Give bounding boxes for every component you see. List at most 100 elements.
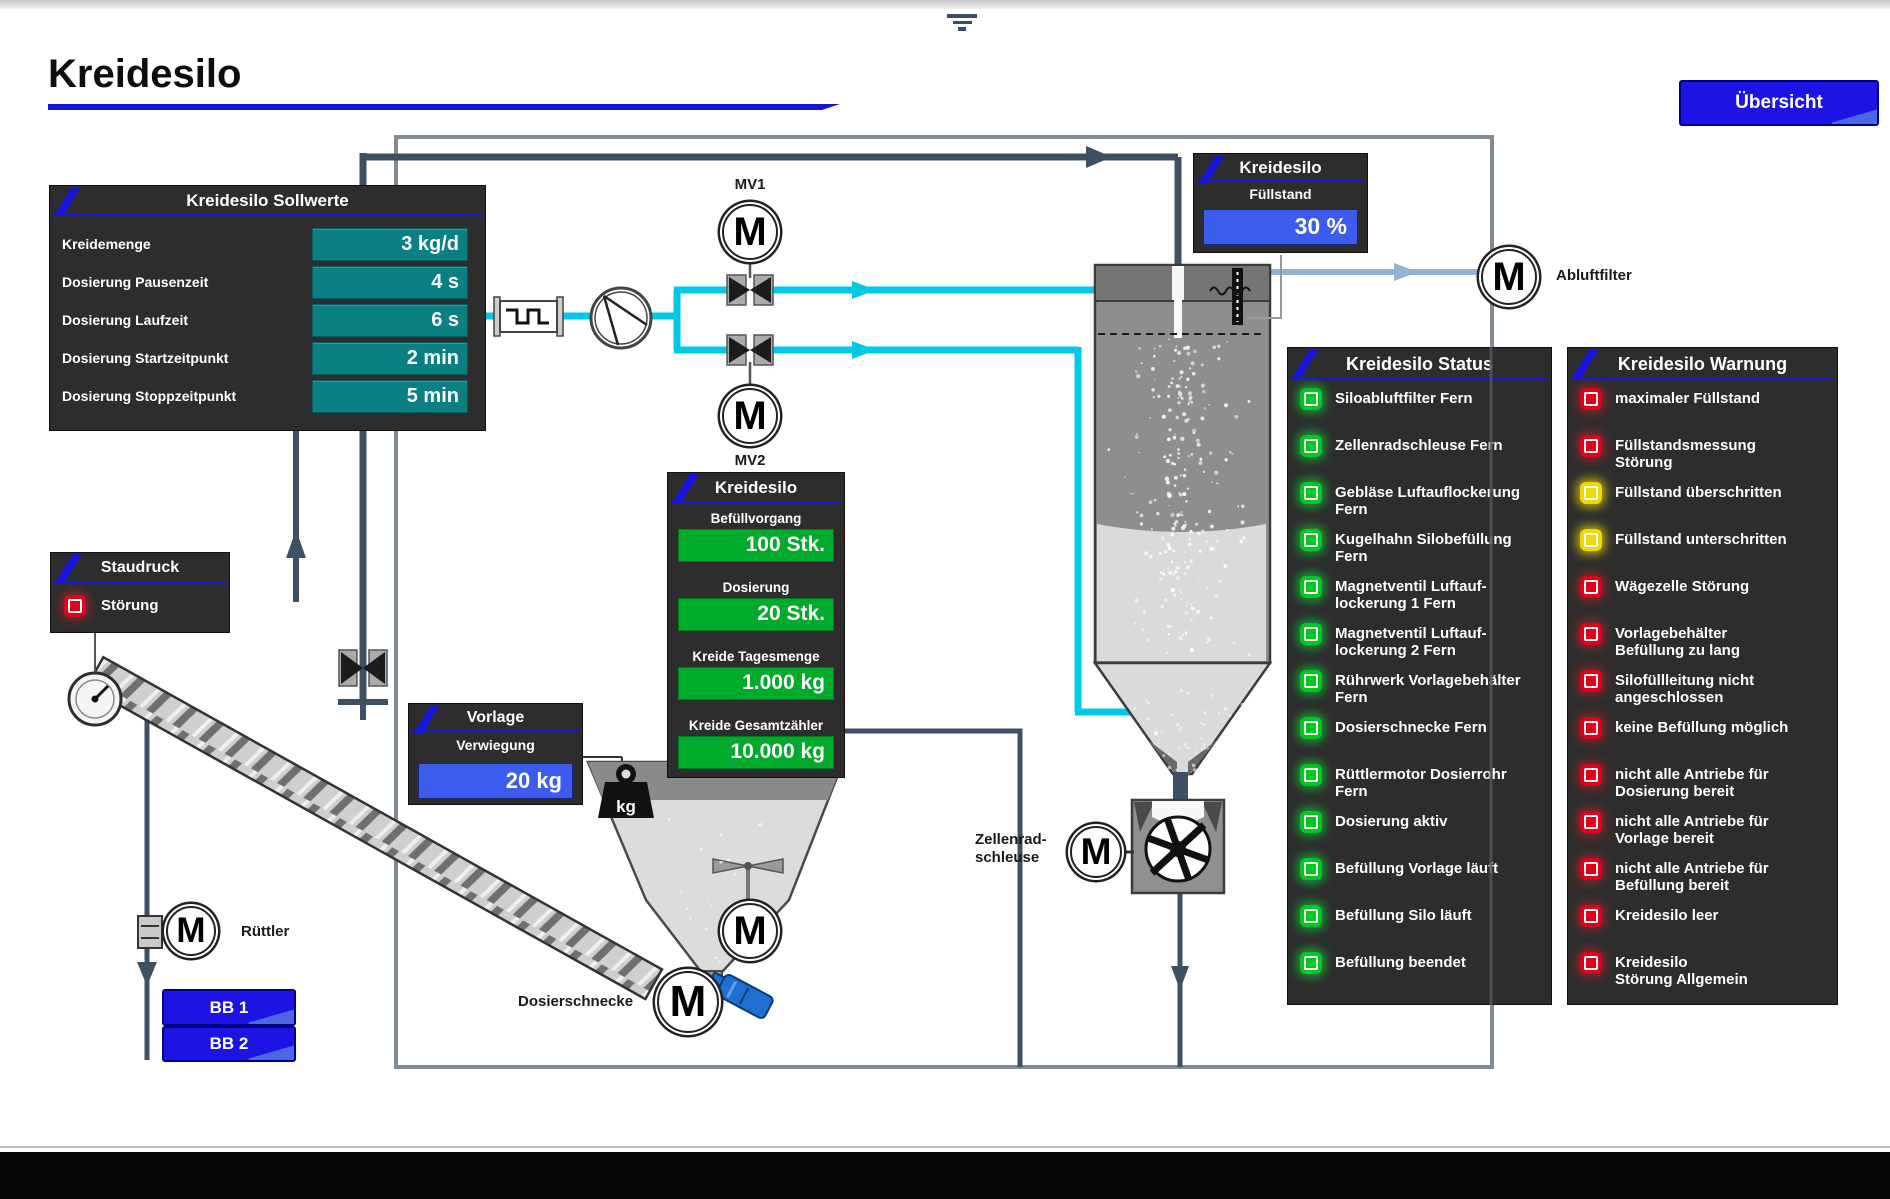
warning-led [1580, 388, 1602, 410]
counter-label: Kreide Gesamtzähler [688, 718, 824, 733]
bb2-button[interactable]: BB 2 [162, 1026, 296, 1062]
counter-label: Kreide Tagesmenge [692, 649, 820, 664]
warning-item: Silofüllleitung nicht angeschlossen [1580, 670, 1829, 717]
warning-item: Füllstand unterschritten [1580, 529, 1829, 576]
status-label: Dosierung aktiv [1335, 813, 1448, 830]
setpoint-label: Dosierung Pausenzeit [62, 274, 209, 290]
staudruck-panel: Staudruck Störung [50, 552, 230, 633]
status-item: Magnetventil Luftauf- lockerung 2 Fern [1300, 623, 1543, 670]
warning-led [1580, 764, 1602, 786]
warning-list: maximaler Füllstand Füllstandsmessung St… [1568, 380, 1837, 999]
warning-label: Vorlagebehälter Befüllung zu lang [1615, 625, 1740, 659]
setpoint-value-field[interactable]: 2 min [312, 342, 468, 375]
window-top-strip [0, 0, 1890, 9]
status-item: Befüllung beendet [1300, 952, 1543, 999]
setpoint-row: Kreidemenge 3 kg/d [50, 227, 485, 265]
warning-label: Füllstand unterschritten [1615, 531, 1787, 548]
counters-panel: Kreidesilo Befüllvorgang 100 Stk. Dosier… [667, 472, 845, 778]
ball-valve-silofill [338, 649, 388, 687]
staudruck-gauge [67, 633, 123, 727]
status-label: Kugelhahn Silobefüllung Fern [1335, 531, 1512, 565]
warning-led [1580, 529, 1602, 551]
setpoint-label: Dosierung Stoppzeitpunkt [62, 388, 237, 404]
counters-rows: Befüllvorgang 100 Stk. Dosierung 20 Stk.… [668, 503, 844, 785]
exhaust-pipe [1270, 263, 1480, 281]
status-led [1300, 435, 1322, 457]
warning-led [1580, 952, 1602, 974]
setpoint-value-field[interactable]: 4 s [312, 266, 468, 299]
status-item: Gebläse Luftauflockerung Fern [1300, 482, 1543, 529]
counter-row: Kreide Tagesmenge 1.000 kg [668, 649, 844, 716]
status-item: Befüllung Vorlage läuft [1300, 858, 1543, 905]
status-item: Siloabluftfilter Fern [1300, 388, 1543, 435]
silo [1092, 255, 1282, 802]
status-list: Siloabluftfilter Fern Zellenradschleuse … [1288, 380, 1551, 999]
bottom-rule [0, 1146, 1890, 1148]
dosierschnecke-motor: M [657, 971, 719, 1033]
status-led [1300, 717, 1322, 739]
warning-label: Kreidesilo Störung Allgemein [1615, 954, 1748, 988]
status-label: Befüllung beendet [1335, 954, 1466, 971]
setpoint-label: Dosierung Laufzeit [62, 312, 189, 328]
status-label: Befüllung Vorlage läuft [1335, 860, 1499, 877]
warning-label: nicht alle Antriebe für Dosierung bereit [1615, 766, 1769, 800]
setpoint-label: Kreidemenge [62, 236, 151, 252]
dosing-return-pipe [840, 728, 1023, 1067]
setpoint-row: Dosierung Laufzeit 6 s [50, 303, 485, 341]
status-led [1300, 858, 1322, 880]
status-label: Magnetventil Luftauf- lockerung 2 Fern [1335, 625, 1487, 659]
setpoint-value-field[interactable]: 3 kg/d [312, 228, 468, 261]
dosierschnecke-label: Dosierschnecke [518, 993, 634, 1010]
status-led [1300, 952, 1322, 974]
warning-led [1580, 858, 1602, 880]
counter-row: Dosierung 20 Stk. [668, 580, 844, 647]
counter-row: Befüllvorgang 100 Stk. [668, 511, 844, 578]
svg-text:kg: kg [616, 797, 636, 816]
status-led [1300, 623, 1322, 645]
mv1-motor: M [722, 204, 778, 260]
overview-button[interactable]: Übersicht [1679, 80, 1879, 126]
status-item: Befüllung Silo läuft [1300, 905, 1543, 952]
blower [589, 286, 653, 350]
setpoint-value-field[interactable]: 6 s [312, 304, 468, 337]
valve-mv2 [726, 334, 774, 390]
warning-label: Füllstandsmessung Störung [1615, 437, 1756, 471]
mv2-label: MV2 [734, 452, 766, 469]
warning-led [1580, 435, 1602, 457]
fuellstand-value: 30 % [1203, 209, 1358, 245]
warning-led [1580, 576, 1602, 598]
ruettler-label: Rüttler [241, 923, 290, 940]
counter-label: Befüllvorgang [710, 511, 802, 526]
counter-value: 1.000 kg [678, 667, 834, 700]
status-title: Kreidesilo Status [1288, 348, 1551, 380]
vorlage-panel: Vorlage Verwiegung 20 kg [408, 703, 583, 805]
status-label: Siloabluftfilter Fern [1335, 390, 1473, 407]
warning-label: keine Befüllung möglich [1615, 719, 1789, 736]
fuellstand-title: Kreidesilo [1194, 154, 1367, 183]
warning-label: Füllstand überschritten [1615, 484, 1782, 501]
setpoint-value-field[interactable]: 5 min [312, 380, 468, 413]
bb1-button[interactable]: BB 1 [162, 989, 296, 1026]
mv2-motor: M [722, 388, 778, 444]
status-item: Rührwerk Vorlagebehälter Fern [1300, 670, 1543, 717]
setpoint-row: Dosierung Stoppzeitpunkt 5 min [50, 379, 485, 417]
rotary-valve [1122, 798, 1226, 1067]
setpoint-row: Dosierung Startzeitpunkt 2 min [50, 341, 485, 379]
fuellstand-panel: Kreidesilo Füllstand 30 % [1193, 153, 1368, 253]
staudruck-stoerung-label: Störung [101, 597, 159, 614]
fuellstand-label: Füllstand [1249, 186, 1312, 202]
ruehrwerk-motor: M [722, 903, 778, 959]
warning-led [1580, 670, 1602, 692]
counter-label: Dosierung [722, 580, 790, 595]
warning-item: nicht alle Antriebe für Befüllung bereit [1580, 858, 1829, 905]
warning-title: Kreidesilo Warnung [1568, 348, 1837, 380]
status-panel: Kreidesilo Status Siloabluftfilter Fern … [1287, 347, 1552, 1005]
filter-icon[interactable] [945, 14, 979, 34]
kg-weight-icon: kg [598, 764, 654, 818]
warning-item: Vorlagebehälter Befüllung zu lang [1580, 623, 1829, 670]
status-item: Dosierschnecke Fern [1300, 717, 1543, 764]
sollwerte-rows: Kreidemenge 3 kg/d Dosierung Pausenzeit … [50, 227, 485, 417]
status-led [1300, 905, 1322, 927]
warning-item: maximaler Füllstand [1580, 388, 1829, 435]
status-item: Rüttlermotor Dosierrohr Fern [1300, 764, 1543, 811]
